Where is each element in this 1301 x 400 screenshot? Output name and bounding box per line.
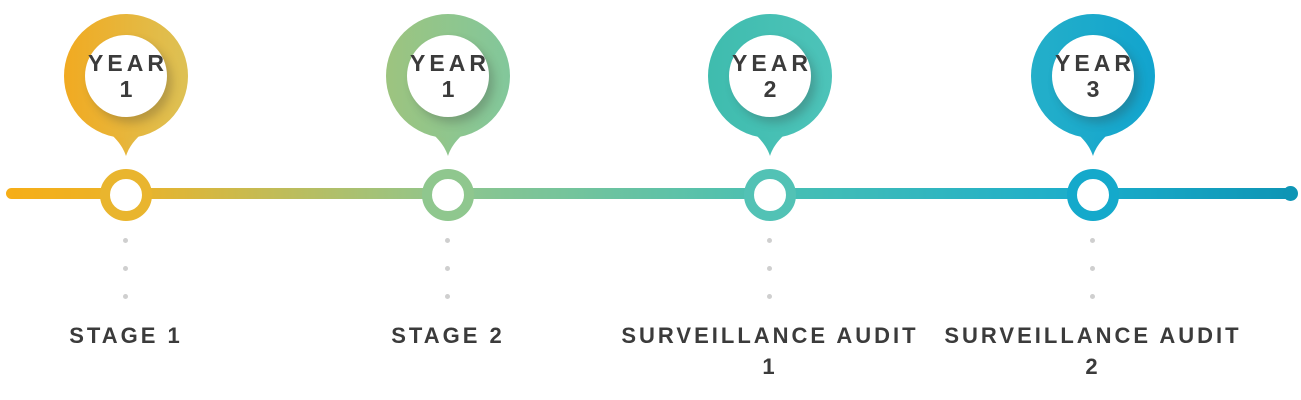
timeline-node-ring — [744, 169, 796, 221]
connector-dot — [123, 266, 128, 271]
connector-dot — [445, 238, 450, 243]
map-pin-icon: YEAR 1 — [61, 13, 191, 158]
dotted-connector — [767, 238, 773, 322]
connector-dot — [445, 266, 450, 271]
timeline-node-ring — [100, 169, 152, 221]
connector-dot — [767, 294, 772, 299]
stage-label: SURVEILLANCE AUDIT 1 — [621, 323, 919, 379]
year-number: 2 — [763, 76, 779, 102]
connector-dot — [1090, 238, 1095, 243]
stage-label: SURVEILLANCE AUDIT 2 — [944, 323, 1242, 379]
pin-year-bubble: YEAR 1 — [85, 35, 167, 117]
connector-dot — [1090, 294, 1095, 299]
map-pin-icon: YEAR 1 — [383, 13, 513, 158]
timeline-end-dot — [1283, 186, 1298, 201]
year-word: YEAR — [410, 50, 490, 76]
year-number: 3 — [1086, 76, 1102, 102]
year-word: YEAR — [88, 50, 168, 76]
pin-year-bubble: YEAR 3 — [1052, 35, 1134, 117]
stage-label: STAGE 1 — [69, 323, 183, 348]
milestone-surveillance-audit-2: YEAR 3 SURVEILLANCE AUDIT 2 — [933, 0, 1253, 400]
dotted-connector — [123, 238, 129, 322]
pin-year-bubble: YEAR 1 — [407, 35, 489, 117]
map-pin-icon: YEAR 3 — [1028, 13, 1158, 158]
connector-dot — [123, 238, 128, 243]
year-word: YEAR — [1055, 50, 1135, 76]
milestone-surveillance-audit-1: YEAR 2 SURVEILLANCE AUDIT 1 — [610, 0, 930, 400]
connector-dot — [123, 294, 128, 299]
timeline-node-ring — [1067, 169, 1119, 221]
dotted-connector — [445, 238, 451, 322]
timeline-line — [6, 188, 1291, 199]
connector-dot — [1090, 266, 1095, 271]
map-pin-icon: YEAR 2 — [705, 13, 835, 158]
connector-dot — [767, 266, 772, 271]
connector-dot — [767, 238, 772, 243]
milestone-stage-1: YEAR 1 STAGE 1 — [0, 0, 286, 400]
year-number: 1 — [441, 76, 457, 102]
year-word: YEAR — [732, 50, 812, 76]
year-number: 1 — [119, 76, 135, 102]
pin-year-bubble: YEAR 2 — [729, 35, 811, 117]
dotted-connector — [1090, 238, 1096, 322]
connector-dot — [445, 294, 450, 299]
stage-label: STAGE 2 — [391, 323, 505, 348]
timeline-node-ring — [422, 169, 474, 221]
milestone-stage-2: YEAR 1 STAGE 2 — [288, 0, 608, 400]
